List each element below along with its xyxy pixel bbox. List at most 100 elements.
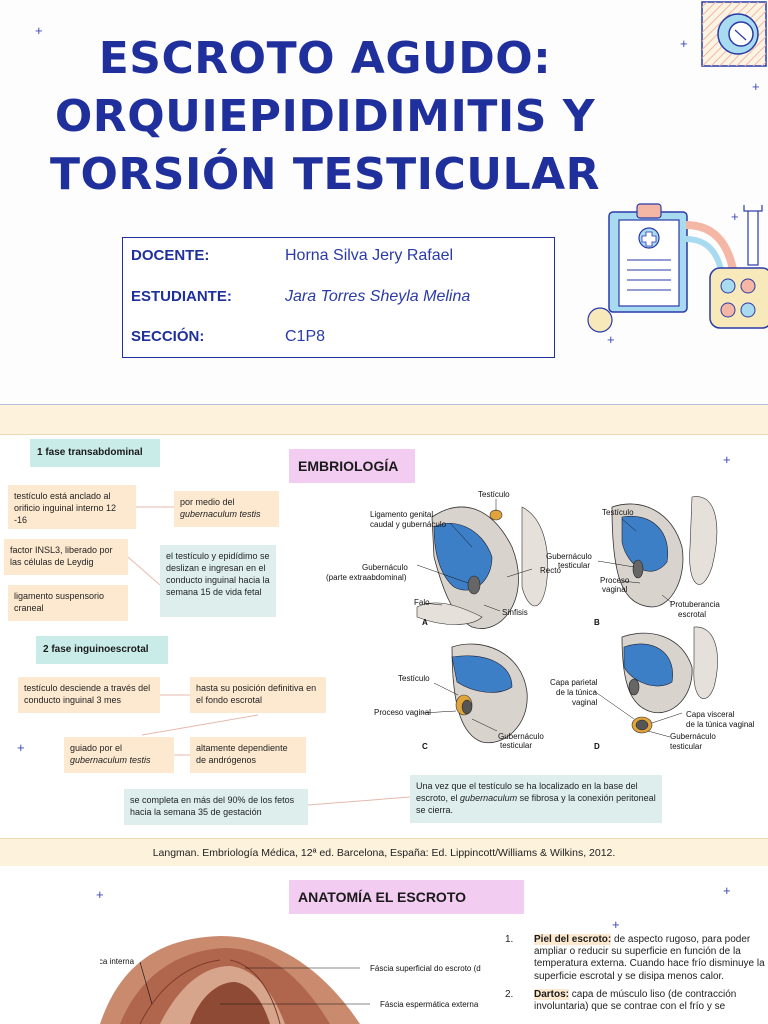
note-text: Una vez que el testículo se ha localizad…: [416, 781, 638, 803]
note-box: Una vez que el testículo se ha localizad…: [410, 775, 662, 823]
list-text: de aspecto rugoso, para poder ampliar o …: [534, 934, 765, 982]
panel-b: Testículo Gubernáculo testicular Proceso…: [546, 496, 720, 627]
note-box: factor INSL3, liberado por las células d…: [4, 539, 128, 575]
diagram-label: C: [422, 742, 428, 751]
note-box: testículo desciende a través del conduct…: [18, 677, 160, 713]
connector-line: [128, 556, 160, 586]
circle-decoration-icon: [587, 307, 613, 333]
diagram-label: D: [594, 742, 600, 751]
plus-decoration-icon: +: [96, 887, 104, 902]
list-term: Dartos:: [534, 988, 570, 1000]
note-box: guiado por el gubernaculum testis: [64, 737, 174, 773]
diagram-label: Falo: [414, 598, 430, 607]
info-value: Jara Torres Sheyla Melina: [285, 288, 471, 305]
list-number: 2.: [505, 988, 514, 1000]
info-label: SECCIÓN:: [131, 328, 205, 345]
note-italic: gubernaculum testis: [180, 509, 261, 519]
figure-label: Fáscia espermática interna: [100, 957, 135, 966]
diagram-label: A: [422, 618, 428, 627]
diagram-label: escrotal: [678, 610, 706, 619]
note-italic: gubernaculum testis: [70, 755, 151, 765]
panel-c: Testículo Proceso vaginal Gubernáculo te…: [374, 643, 544, 751]
diagram-label: Testículo: [398, 674, 430, 683]
diagram-label: vaginal: [602, 585, 628, 594]
list-text: capa de músculo liso (de contracción inv…: [534, 988, 737, 1013]
section-heading: ANATOMÍA EL ESCROTO: [289, 880, 524, 914]
anatomy-list: 1. Piel del escroto: de aspecto rugoso, …: [505, 934, 765, 1019]
info-label: ESTUDIANTE:: [131, 288, 232, 305]
info-box: DOCENTE: Horna Silva Jery Rafael ESTUDIA…: [122, 237, 555, 358]
pill-box-icon: [709, 267, 768, 329]
plus-decoration-icon: +: [35, 23, 43, 38]
figure-label: Fáscia superficial do escroto (d: [370, 964, 481, 973]
connector-line: [308, 796, 411, 806]
note-box: altamente dependiente de andrógenos: [190, 737, 306, 773]
phase2-label: 2 fase inguinoescrotal: [36, 636, 168, 664]
diagram-label: Proceso: [600, 576, 630, 585]
note-box: hasta su posición definitiva en el fondo…: [190, 677, 326, 713]
diagram-label: Gubernáculo: [498, 732, 544, 741]
list-number: 1.: [505, 934, 514, 945]
diagram-label: Sínfisis: [502, 608, 528, 617]
diagram-label: B: [594, 618, 600, 627]
diagram-label: Proceso vaginal: [374, 708, 431, 717]
diagram-label: de la túnica vaginal: [686, 720, 755, 729]
note-italic: gubernaculum: [460, 793, 518, 803]
diagram-label: vaginal: [572, 698, 598, 707]
embryology-slide: 1 fase transabdominal EMBRIOLOGÍA + test…: [0, 404, 768, 867]
plus-decoration-icon: +: [607, 332, 615, 347]
diagram-label: (parte extraabdominal): [326, 573, 407, 582]
note-text: se fibrosa y la conexión peritoneal se c…: [416, 793, 656, 815]
title-line: ESCROTO AGUDO:: [98, 33, 552, 84]
figure-label: Fáscia espermática externa: [380, 1000, 479, 1009]
diagram-label: testicular: [670, 742, 702, 751]
diagram-label: testicular: [558, 561, 590, 570]
plus-decoration-icon: +: [752, 79, 760, 94]
note-box: el testículo y epidídimo se deslizan e i…: [160, 545, 276, 617]
clipboard-medical-icon: [608, 203, 688, 313]
plus-decoration-icon: +: [723, 883, 731, 898]
info-value: Horna Silva Jery Rafael: [285, 247, 454, 264]
title-line: TORSIÓN TESTICULAR: [49, 149, 601, 200]
phase1-label: 1 fase transabdominal: [30, 439, 160, 467]
info-value: C1P8: [285, 328, 326, 345]
diagram-label: Capa parietal: [550, 678, 598, 687]
diagram-label: Protuberancia: [670, 600, 720, 609]
magnifier-badge-icon: [701, 1, 767, 67]
connector-line: [136, 506, 174, 508]
diagram-label: Ligamento genital: [370, 510, 433, 519]
cover-slide: + + + + + ESCROTO AGUDO: ORQUIEPIDIDIMIT…: [0, 0, 768, 404]
connector-line: [141, 714, 259, 736]
scrotum-anatomy-figure: Fáscia espermática interna Fáscia superf…: [100, 936, 481, 1024]
diagram-label: Gubernáculo: [670, 732, 716, 741]
diagram-label: caudal y gubernáculo: [370, 520, 447, 529]
diagram-label: Gubernáculo: [362, 563, 408, 572]
connector-line: [160, 694, 190, 696]
diagram-label: Recto: [540, 566, 561, 575]
diagram-label: testicular: [500, 741, 532, 750]
page-title: ESCROTO AGUDO: ORQUIEPIDIDIMITIS Y TORSI…: [0, 30, 650, 204]
panel-d: Capa parietal de la túnica vaginal Capa …: [550, 626, 755, 751]
plus-decoration-icon: +: [612, 917, 620, 932]
title-line: ORQUIEPIDIDIMITIS Y: [54, 91, 596, 142]
diagram-label: de la túnica: [556, 688, 597, 697]
diagram-label: Gubernáculo: [546, 552, 592, 561]
list-term: Piel del escroto:: [534, 934, 612, 945]
plus-decoration-icon: +: [731, 209, 739, 224]
top-band: [0, 405, 768, 435]
note-box: por medio del gubernaculum testis: [174, 491, 279, 527]
note-text: por medio del: [180, 497, 235, 507]
diagram-label: Capa visceral: [686, 710, 735, 719]
list-item: 1. Piel del escroto: de aspecto rugoso, …: [505, 934, 765, 983]
reference-text: Langman. Embriología Médica, 12ª ed. Bar…: [0, 838, 768, 867]
embryology-diagram: Testículo Ligamento genital caudal y gub…: [326, 490, 755, 751]
panel-a: Testículo Ligamento genital caudal y gub…: [326, 490, 561, 629]
info-label: DOCENTE:: [131, 247, 210, 264]
plus-decoration-icon: +: [723, 452, 731, 467]
plus-decoration-icon: +: [17, 740, 25, 755]
note-box: ligamento suspensorio craneal: [8, 585, 128, 621]
anatomy-slide: + + + ANATOMÍA EL ESCROTO Fáscia espermá…: [0, 866, 768, 1024]
plus-decoration-icon: +: [680, 36, 688, 51]
connector-line: [174, 754, 190, 756]
note-box: se completa en más del 90% de los fetos …: [124, 789, 308, 825]
